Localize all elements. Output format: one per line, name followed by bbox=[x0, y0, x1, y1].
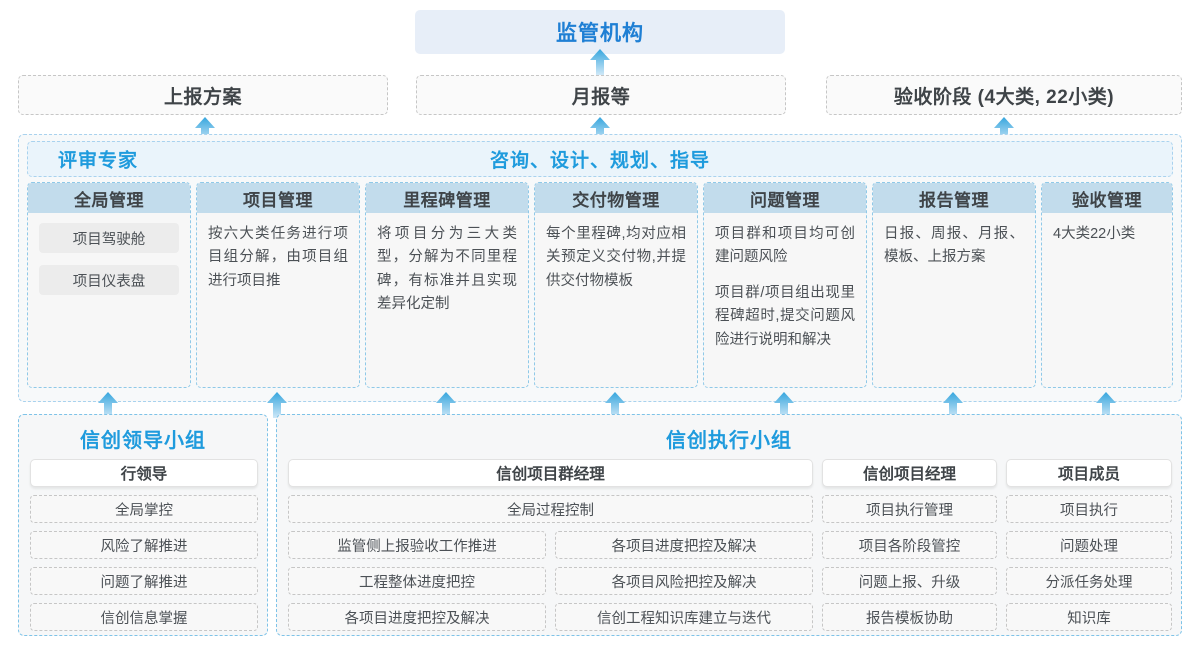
column-program-manager: 信创项目群经理 全局过程控制 监管侧上报验收工作推进 各项目进度把控及解决 工程… bbox=[288, 459, 813, 631]
column-project-manager: 信创项目经理 项目执行管理 项目各阶段管控 问题上报、升级 报告模板协助 bbox=[822, 459, 997, 631]
column-project-member: 项目成员 项目执行 问题处理 分派任务处理 知识库 bbox=[1006, 459, 1172, 631]
card-report-management[interactable]: 报告管理 日报、周报、月报、模板、上报方案 bbox=[872, 182, 1036, 388]
card-issue-management[interactable]: 问题管理 项目群和项目均可创建问题风险 项目群/项目组出现里程碑超时,提交问题风… bbox=[703, 182, 867, 388]
task-row: 各项目进度把控及解决 信创工程知识库建立与迭代 bbox=[288, 603, 813, 631]
task-chip[interactable]: 问题上报、升级 bbox=[822, 567, 997, 595]
card-chip[interactable]: 项目驾驶舱 bbox=[39, 223, 179, 253]
role-project-manager: 信创项目经理 bbox=[822, 459, 997, 487]
expert-band-header: 评审专家 咨询、设计、规划、指导 bbox=[27, 141, 1173, 177]
arrow-up-card-1 bbox=[97, 392, 119, 418]
task-chip[interactable]: 项目各阶段管控 bbox=[822, 531, 997, 559]
expert-band: 评审专家 咨询、设计、规划、指导 全局管理 项目驾驶舱 项目仪表盘 项目管理 按… bbox=[18, 134, 1182, 402]
task-chip[interactable]: 工程整体进度把控 bbox=[288, 567, 546, 595]
card-global-management[interactable]: 全局管理 项目驾驶舱 项目仪表盘 bbox=[27, 182, 191, 388]
task-chip[interactable]: 各项目风险把控及解决 bbox=[555, 567, 813, 595]
arrow-up-acceptance-to-band bbox=[993, 117, 1015, 143]
task-chip[interactable]: 风险了解推进 bbox=[30, 531, 258, 559]
arrow-up-card-6 bbox=[942, 392, 964, 418]
task-chip[interactable]: 全局掌控 bbox=[30, 495, 258, 523]
task-chip[interactable]: 监管侧上报验收工作推进 bbox=[288, 531, 546, 559]
card-title: 项目管理 bbox=[197, 183, 359, 213]
module-cards: 全局管理 项目驾驶舱 项目仪表盘 项目管理 按六大类任务进行项目组分解，由项目组… bbox=[27, 182, 1173, 392]
task-chip-full[interactable]: 全局过程控制 bbox=[288, 495, 813, 523]
task-chip[interactable]: 问题处理 bbox=[1006, 531, 1172, 559]
report-box-plan-label: 上报方案 bbox=[163, 86, 242, 108]
role-bank-leader: 行领导 bbox=[30, 459, 258, 487]
report-box-monthly: 月报等 bbox=[416, 75, 786, 115]
role-project-member: 项目成员 bbox=[1006, 459, 1172, 487]
card-title: 里程碑管理 bbox=[366, 183, 528, 213]
expert-band-label-left: 评审专家 bbox=[58, 150, 139, 172]
report-box-monthly-label: 月报等 bbox=[571, 86, 631, 108]
task-chip[interactable]: 项目执行 bbox=[1006, 495, 1172, 523]
task-chip[interactable]: 报告模板协助 bbox=[822, 603, 997, 631]
task-chip[interactable]: 各项目进度把控及解决 bbox=[288, 603, 546, 631]
task-chip[interactable]: 知识库 bbox=[1006, 603, 1172, 631]
card-title: 报告管理 bbox=[873, 183, 1035, 213]
bottom-groups: 信创领导小组 行领导 全局掌控 风险了解推进 问题了解推进 信创信息掌握 信创执… bbox=[18, 414, 1182, 636]
card-acceptance-management[interactable]: 验收管理 4大类22小类 bbox=[1041, 182, 1173, 388]
group-leadership-title: 信创领导小组 bbox=[80, 430, 206, 452]
task-chip[interactable]: 信创信息掌握 bbox=[30, 603, 258, 631]
role-program-manager: 信创项目群经理 bbox=[288, 459, 813, 487]
task-row: 监管侧上报验收工作推进 各项目进度把控及解决 bbox=[288, 531, 813, 559]
card-title: 交付物管理 bbox=[535, 183, 697, 213]
report-boxes-row: 上报方案 月报等 验收阶段 (4大类, 22小类) bbox=[18, 75, 1182, 115]
card-title: 全局管理 bbox=[28, 183, 190, 213]
card-deliverable-management[interactable]: 交付物管理 每个里程碑,均对应相关预定义交付物,并提供交付物模板 bbox=[534, 182, 698, 388]
card-description: 项目群/项目组出现里程碑超时,提交问题风险进行说明和解决 bbox=[715, 284, 855, 348]
card-milestone-management[interactable]: 里程碑管理 将项目分为三大类型，分解为不同里程碑，有标准并且实现差异化定制 bbox=[365, 182, 529, 388]
task-chip[interactable]: 分派任务处理 bbox=[1006, 567, 1172, 595]
arrow-up-plan-to-band bbox=[194, 117, 216, 143]
card-title: 问题管理 bbox=[704, 183, 866, 213]
expert-band-label-right: 咨询、设计、规划、指导 bbox=[489, 150, 711, 172]
task-chip[interactable]: 各项目进度把控及解决 bbox=[555, 531, 813, 559]
report-box-plan: 上报方案 bbox=[18, 75, 388, 115]
arrow-up-card-5 bbox=[773, 392, 795, 418]
regulator-box: 监管机构 bbox=[415, 10, 785, 54]
arrow-up-monthly-to-regulator bbox=[589, 49, 611, 75]
card-description: 每个里程碑,均对应相关预定义交付物,并提供交付物模板 bbox=[546, 226, 686, 289]
report-box-acceptance: 验收阶段 (4大类, 22小类) bbox=[826, 75, 1182, 115]
card-title: 验收管理 bbox=[1042, 183, 1172, 213]
arrow-up-card-4 bbox=[604, 392, 626, 418]
group-leadership: 信创领导小组 行领导 全局掌控 风险了解推进 问题了解推进 信创信息掌握 bbox=[18, 414, 268, 636]
card-chip[interactable]: 项目仪表盘 bbox=[39, 265, 179, 295]
arrow-up-card-2 bbox=[266, 392, 288, 418]
group-execution-title: 信创执行小组 bbox=[666, 430, 792, 452]
card-description: 将项目分为三大类型，分解为不同里程碑，有标准并且实现差异化定制 bbox=[377, 226, 517, 313]
card-description: 按六大类任务进行项目组分解，由项目组进行项目推 bbox=[208, 226, 348, 289]
column-bank-leader: 行领导 全局掌控 风险了解推进 问题了解推进 信创信息掌握 bbox=[30, 459, 258, 631]
task-chip[interactable]: 问题了解推进 bbox=[30, 567, 258, 595]
arrow-up-monthly-to-band bbox=[589, 117, 611, 143]
task-row: 工程整体进度把控 各项目风险把控及解决 bbox=[288, 567, 813, 595]
arrow-up-card-7 bbox=[1095, 392, 1117, 418]
task-chip[interactable]: 信创工程知识库建立与迭代 bbox=[555, 603, 813, 631]
card-description: 4大类22小类 bbox=[1053, 226, 1136, 242]
card-project-management[interactable]: 项目管理 按六大类任务进行项目组分解，由项目组进行项目推 bbox=[196, 182, 360, 388]
arrow-up-card-3 bbox=[435, 392, 457, 418]
task-chip[interactable]: 项目执行管理 bbox=[822, 495, 997, 523]
card-description: 项目群和项目均可创建问题风险 bbox=[715, 226, 855, 266]
report-box-acceptance-label: 验收阶段 (4大类, 22小类) bbox=[893, 86, 1115, 108]
regulator-label: 监管机构 bbox=[556, 22, 644, 45]
group-execution: 信创执行小组 信创项目群经理 全局过程控制 监管侧上报验收工作推进 各项目进度把… bbox=[276, 414, 1182, 636]
card-description: 日报、周报、月报、模板、上报方案 bbox=[884, 226, 1024, 266]
